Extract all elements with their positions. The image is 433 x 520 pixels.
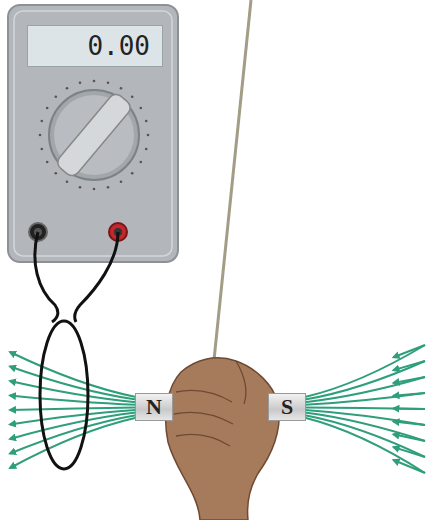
dial-tick [131, 172, 134, 175]
dial-tick [120, 87, 123, 90]
dial-knob [55, 91, 134, 178]
dial-ticks [39, 80, 150, 191]
dial-tick [46, 161, 49, 164]
field-line [10, 418, 136, 468]
field-line [10, 415, 136, 453]
wire-loop [40, 321, 88, 469]
north-pole-text: N [146, 394, 162, 420]
south-pole-text: S [281, 394, 293, 420]
dial-tick [107, 82, 110, 85]
dial-tick [41, 148, 44, 151]
dial [49, 90, 139, 180]
field-line [305, 345, 425, 397]
dial-tick [107, 186, 110, 189]
dial-tick [66, 87, 69, 90]
field-line [305, 418, 425, 473]
multimeter-body [8, 5, 178, 262]
field-line [10, 396, 136, 405]
field-line [394, 377, 426, 383]
dial-tick [55, 96, 58, 99]
dial-tick [66, 181, 69, 184]
north-pole: N [135, 393, 173, 421]
dial-tick [41, 120, 44, 123]
dial-tick [79, 82, 82, 85]
field-line [394, 422, 426, 426]
field-line [305, 377, 425, 402]
wire [75, 232, 118, 322]
display: 0.00 [27, 25, 163, 67]
dial-tick [93, 80, 96, 83]
field-line [10, 352, 136, 397]
field-line [305, 393, 425, 405]
field-line [394, 460, 426, 473]
string [214, 0, 251, 360]
dial-tick [145, 120, 148, 123]
field-line [305, 415, 425, 457]
multimeter-bezel [14, 11, 172, 256]
dial-tick [93, 188, 96, 191]
field-line [305, 361, 425, 400]
field-line [305, 407, 425, 409]
dial-tick [140, 161, 143, 164]
south-pole: S [268, 393, 306, 421]
dial-tick [55, 172, 58, 175]
field-line [394, 408, 426, 410]
dial-tick [140, 107, 143, 110]
finger-lines [174, 361, 246, 446]
field-line [10, 407, 136, 410]
dial-tick [145, 148, 148, 151]
field-line [394, 434, 426, 441]
field-line [10, 413, 136, 439]
wire [35, 232, 58, 322]
field-line [394, 393, 426, 396]
dial-tick [131, 96, 134, 99]
field-line [394, 345, 426, 357]
dial-tick [39, 134, 42, 137]
field-line [10, 381, 136, 402]
field-line [394, 361, 426, 370]
hand [166, 358, 280, 520]
dial-tick [120, 181, 123, 184]
field-line [305, 413, 425, 441]
display-text: 0.00 [87, 31, 150, 61]
dial-tick [46, 107, 49, 110]
field-line [394, 447, 426, 457]
dial-tick [79, 186, 82, 189]
dial-tick [147, 134, 150, 137]
